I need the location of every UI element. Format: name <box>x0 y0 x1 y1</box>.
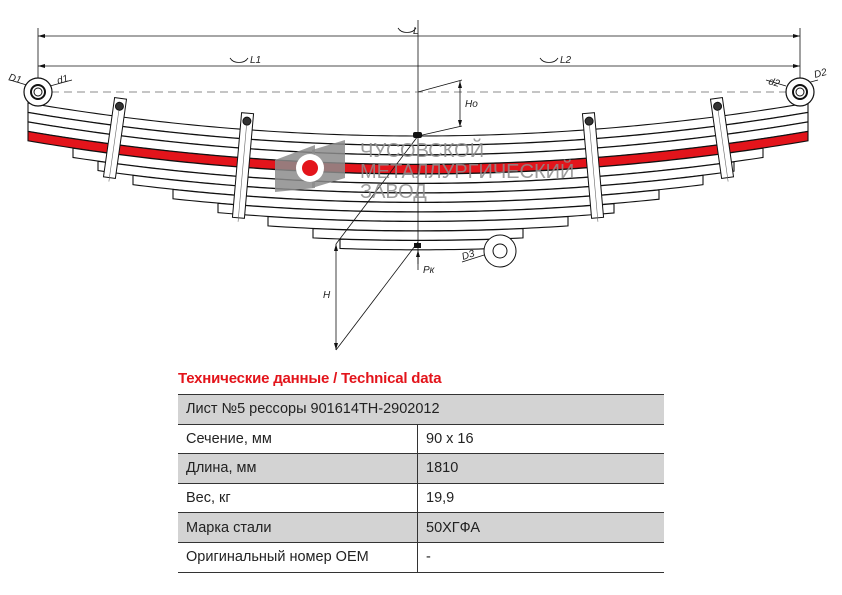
table-header: Лист №5 рессоры 901614ТН-2902012 <box>178 394 664 425</box>
row-value: 1810 <box>417 453 664 484</box>
label-D1: D1 <box>7 72 22 86</box>
row-label: Вес, кг <box>178 483 418 514</box>
label-Ho: Ho <box>465 99 478 110</box>
label-L: L <box>413 26 419 37</box>
watermark-logo: ЧУСОВСКОЙ МЕТАЛЛУРГИЧЕСКИЙ ЗАВОД <box>275 138 574 203</box>
eye-left <box>23 77 53 107</box>
watermark-line-3: ЗАВОД <box>360 181 427 203</box>
center-bolt-top <box>413 132 422 138</box>
label-d1: d1 <box>56 73 70 87</box>
row-value: 90 x 16 <box>417 424 664 455</box>
spring-clamp <box>709 96 735 182</box>
label-Pk: Pк <box>423 265 436 276</box>
eye-right <box>785 77 815 107</box>
technical-data-table: Лист №5 рессоры 901614ТН-2902012 Сечение… <box>178 394 664 573</box>
section-title: Технические данные / Technical data <box>178 370 442 387</box>
label-H: H <box>323 290 331 301</box>
dimension-arrows <box>38 34 800 350</box>
spring-leaves <box>27 102 809 251</box>
center-bolt-bottom <box>414 243 421 248</box>
row-label: Длина, мм <box>178 453 418 484</box>
eye-d3 <box>483 234 517 268</box>
spring-clamp <box>231 112 255 222</box>
row-value: 19,9 <box>417 483 664 514</box>
row-label: Марка стали <box>178 512 418 543</box>
row-value: 50ХГФА <box>417 512 664 543</box>
leaf-spring-drawing: ЧУСОВСКОЙ МЕТАЛЛУРГИЧЕСКИЙ ЗАВОД L L1 L2… <box>7 20 829 351</box>
row-label: Сечение, мм <box>178 424 418 455</box>
spring-clamp <box>581 112 605 222</box>
label-D2: D2 <box>813 67 829 81</box>
label-D3: D3 <box>461 248 477 263</box>
table-header-row: Лист №5 рессоры 901614ТН-2902012 <box>178 394 664 425</box>
spring-clamps <box>102 96 735 222</box>
watermark-line-1: ЧУСОВСКОЙ <box>360 138 484 162</box>
label-d2: d2 <box>767 76 781 90</box>
row-label: Оригинальный номер OEM <box>178 542 418 573</box>
label-L2: L2 <box>560 55 572 66</box>
spring-clamp <box>102 96 128 182</box>
table-row: Оригинальный номер OEM- <box>178 542 664 573</box>
row-value: - <box>417 542 664 573</box>
watermark-line-2: МЕТАЛЛУРГИЧЕСКИЙ <box>360 159 574 183</box>
label-L1: L1 <box>250 55 261 66</box>
